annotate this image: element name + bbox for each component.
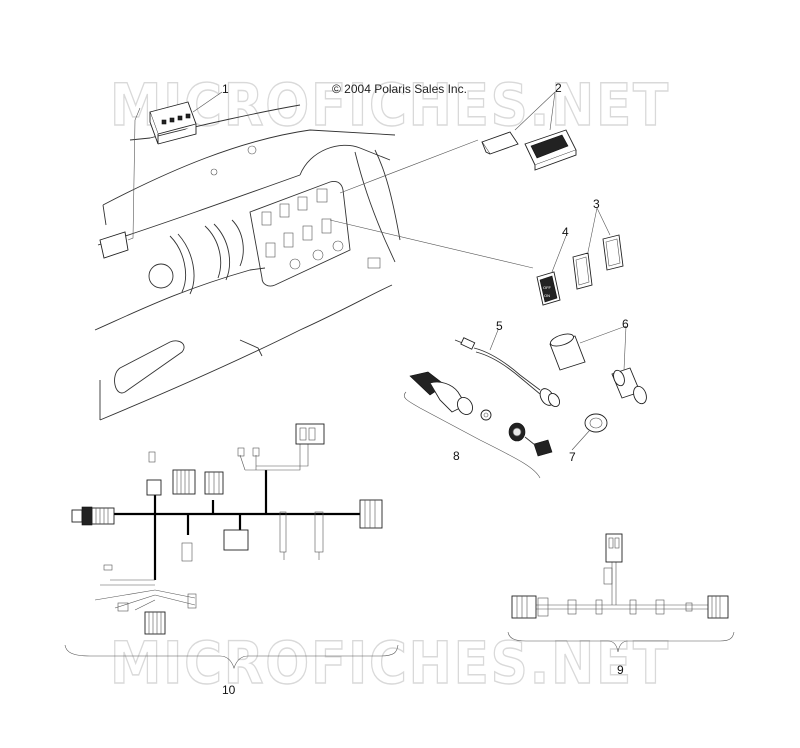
part-7-grommet[interactable] [584, 413, 608, 433]
part-6-power-socket[interactable] [549, 332, 649, 406]
part-5-cable[interactable] [454, 337, 562, 409]
callout-9: 9 [617, 663, 624, 677]
callout-6: 6 [622, 317, 629, 331]
copyright-text: © 2004 Polaris Sales Inc. [332, 82, 467, 96]
callout-2: 2 [555, 81, 562, 95]
bezel-switch-holes [261, 188, 344, 270]
switch-label-on: ON [544, 293, 550, 298]
part-9-sub-harness[interactable] [511, 533, 729, 619]
part-4-rocker-switch[interactable]: OFF ON [536, 271, 561, 306]
dashboard-panel [94, 104, 401, 421]
part-2-indicator-lens[interactable] [481, 129, 577, 171]
watermark-bottom: MICROFICHES.NET [109, 628, 670, 697]
part-8-key-switch[interactable] [409, 371, 553, 457]
watermark-top: MICROFICHES.NET [109, 70, 670, 139]
watermark-text-bottom: MICROFICHES.NET [110, 629, 670, 697]
switch-label-off: OFF [543, 285, 552, 290]
callout-8: 8 [453, 449, 460, 463]
callout-1: 1 [222, 82, 229, 96]
part-1-connector-block[interactable] [149, 101, 197, 145]
callout-7: 7 [569, 450, 576, 464]
watermark-text-top: MICROFICHES.NET [110, 71, 670, 139]
callout-4: 4 [562, 225, 569, 239]
part-10-main-harness[interactable] [71, 423, 383, 635]
callout-5: 5 [496, 319, 503, 333]
part-3-switch-bezels[interactable] [572, 234, 624, 290]
callout-10: 10 [222, 683, 236, 697]
callout-3: 3 [593, 197, 600, 211]
